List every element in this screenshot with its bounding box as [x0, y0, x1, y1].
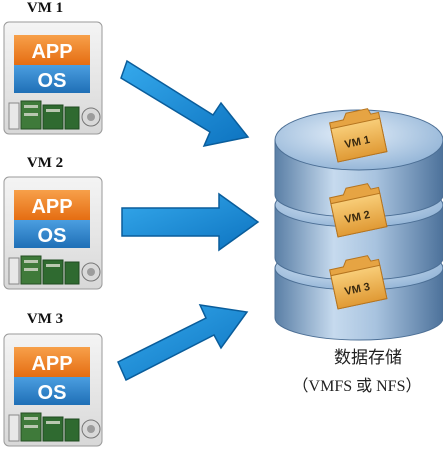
- arrow-right-icon: [117, 304, 249, 382]
- arrow-right-icon: [121, 192, 260, 252]
- vm1-card: APP OS: [3, 21, 103, 135]
- vm1-os-text: OS: [38, 70, 67, 92]
- folder-icon: VM 3: [329, 255, 388, 310]
- datastore-subcaption: （VMFS 或 NFS）: [292, 378, 422, 395]
- vm3-label: VM 3: [26, 311, 64, 327]
- vm3-app-text: APP: [31, 353, 72, 375]
- hardware-icon: [8, 100, 101, 130]
- vm1-app-text: APP: [31, 41, 72, 63]
- vm3-card: APP OS: [3, 333, 103, 447]
- folder-icon: VM 2: [329, 183, 388, 238]
- hardware-icon: [8, 255, 101, 285]
- folder3-label: VM 3: [344, 281, 372, 298]
- arrow-right-icon: [120, 59, 250, 148]
- hardware-icon: [8, 412, 101, 442]
- vm1-label: VM 1: [26, 0, 64, 16]
- vm2-label: VM 2: [26, 155, 64, 171]
- vm2-card: APP OS: [3, 176, 103, 290]
- folder-icon: VM 1: [329, 108, 388, 163]
- vm3-os-text: OS: [38, 382, 67, 404]
- vm2-app-text: APP: [31, 196, 72, 218]
- folder2-label: VM 2: [344, 209, 372, 226]
- vm2-os-text: OS: [38, 225, 67, 247]
- datastore-caption: 数据存储: [334, 348, 402, 368]
- folder1-label: VM 1: [344, 134, 372, 151]
